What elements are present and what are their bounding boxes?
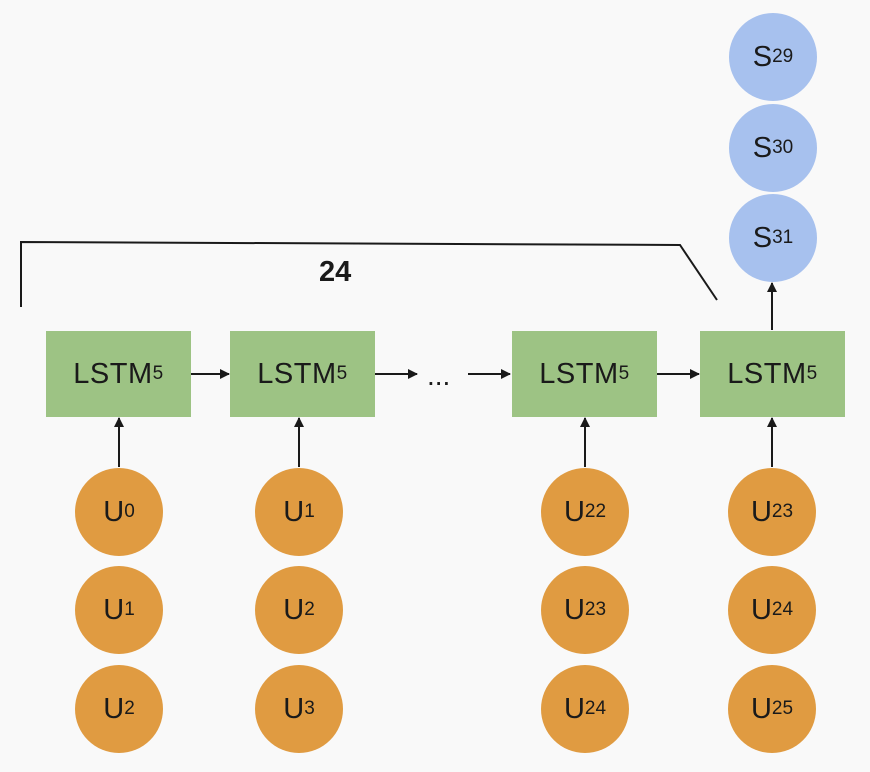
bracket-label: 24	[319, 256, 352, 288]
lstm-label: LSTM	[257, 357, 337, 390]
ellipsis: ...	[427, 360, 451, 391]
sequence-bracket	[20, 240, 718, 307]
lstm-label: LSTM	[539, 357, 619, 390]
lstm-label: LSTM	[73, 357, 153, 390]
lstm-label: LSTM	[727, 357, 807, 390]
